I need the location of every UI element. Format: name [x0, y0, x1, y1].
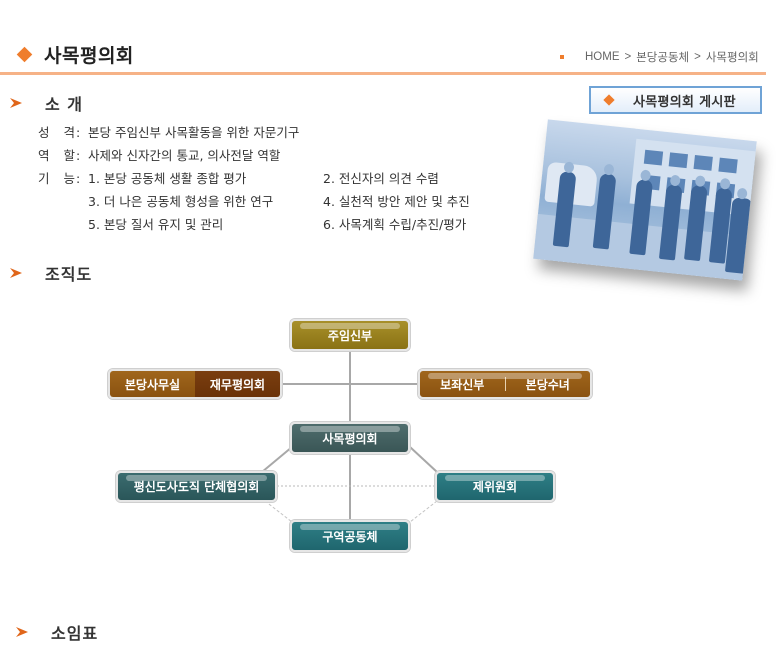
council-board-label: 사목평의회 게시판	[633, 94, 736, 110]
org-node-assistant-priest[interactable]: 보좌신부	[420, 371, 505, 397]
function-item: 3. 더 나은 공동체 형성을 위한 연구	[88, 194, 274, 209]
info-row-nature: 성 격 : 본당 주임신부 사목활동을 위한 자문기구	[38, 121, 470, 144]
node-label: 구역공동체	[322, 529, 378, 544]
section-org-title: 조직도	[45, 265, 93, 284]
breadcrumb-home[interactable]: HOME	[585, 51, 620, 63]
info-label: 성 격	[38, 125, 80, 140]
info-label: 기 능	[38, 171, 80, 186]
colon: :	[76, 125, 81, 140]
node-label: 보좌신부	[440, 377, 485, 392]
node-label: 주임신부	[327, 328, 373, 343]
breadcrumb-separator: >	[624, 51, 632, 63]
info-label: 역 할	[38, 148, 80, 163]
org-node-office-finance: 본당사무실 재무평의회	[108, 369, 282, 399]
section-members-heading: 소임표	[15, 620, 98, 644]
page-title: 사목평의회	[44, 45, 134, 67]
org-node-pastor[interactable]: 주임신부	[290, 319, 410, 351]
arrow-right-icon	[10, 98, 22, 108]
function-item: 1. 본당 공동체 생활 종합 평가	[88, 171, 247, 186]
node-label: 본당수녀	[525, 377, 570, 392]
council-board-button[interactable]: 사목평의회 게시판	[589, 86, 762, 114]
arrow-right-icon	[10, 268, 22, 278]
node-label: 평신도사도직 단체협의회	[133, 480, 260, 494]
diamond-bullet-icon	[16, 46, 33, 63]
section-org-heading: 조직도	[9, 261, 92, 285]
function-item: 2. 전신자의 의견 수렴	[323, 171, 439, 186]
function-item: 5. 본당 질서 유지 및 관리	[88, 217, 224, 232]
org-node-district-community[interactable]: 구역공동체	[290, 520, 410, 552]
info-row-function: 3. 더 나은 공동체 형성을 위한 연구 4. 실천적 방안 제안 및 추진	[38, 190, 470, 213]
colon: :	[76, 171, 81, 186]
info-row-function: 5. 본당 질서 유지 및 관리 6. 사목계획 수립/추진/평가	[38, 213, 470, 236]
intro-info: 성 격 : 본당 주임신부 사목활동을 위한 자문기구 역 할 : 사제와 신자…	[38, 121, 470, 236]
square-bullet-icon	[560, 55, 564, 59]
org-node-assistant-sisters: 보좌신부 본당수녀	[418, 369, 592, 399]
org-chart: 주임신부 본당사무실 재무평의회 보좌신부 본당수녀 사목평의회 평신도사도직 …	[0, 300, 781, 570]
node-label: 제위원회	[472, 480, 518, 494]
page-title-wrap: 사목평의회	[16, 41, 134, 68]
org-node-pastoral-council[interactable]: 사목평의회	[290, 422, 410, 454]
section-intro-title: 소 개	[45, 95, 84, 114]
org-chart-connectors	[261, 350, 438, 523]
info-value: 본당 주임신부 사목활동을 위한 자문기구	[88, 125, 300, 140]
arrow-right-icon	[16, 627, 28, 637]
org-node-parish-sisters[interactable]: 본당수녀	[506, 371, 591, 397]
org-node-committees[interactable]: 제위원회	[435, 471, 555, 502]
council-activity-photo	[533, 119, 757, 281]
section-members-title: 소임표	[51, 624, 99, 643]
breadcrumb-current: 사목평의회	[705, 52, 759, 64]
breadcrumb-community[interactable]: 본당공동체	[636, 52, 690, 64]
org-node-parish-office[interactable]: 본당사무실	[110, 371, 195, 397]
diamond-bullet-icon	[603, 94, 615, 106]
node-label: 재무평의회	[209, 377, 266, 392]
section-intro-heading: 소 개	[9, 91, 83, 115]
colon: :	[76, 148, 81, 163]
function-item: 6. 사목계획 수립/추진/평가	[323, 217, 467, 232]
page-header: 사목평의회 HOME > 본당공동체 > 사목평의회	[0, 0, 781, 76]
header-divider	[0, 72, 766, 75]
breadcrumb: HOME > 본당공동체 > 사목평의회	[560, 49, 759, 65]
info-row-function: 기 능 : 1. 본당 공동체 생활 종합 평가 2. 전신자의 의견 수렴	[38, 167, 470, 190]
info-row-role: 역 할 : 사제와 신자간의 통교, 의사전달 역할	[38, 144, 470, 167]
org-node-finance-council[interactable]: 재무평의회	[195, 371, 280, 397]
node-label: 본당사무실	[124, 377, 181, 392]
function-item: 4. 실천적 방안 제안 및 추진	[323, 194, 470, 209]
divider	[504, 377, 506, 391]
node-label: 사목평의회	[322, 431, 378, 446]
org-node-lay-apostolate[interactable]: 평신도사도직 단체협의회	[116, 471, 277, 502]
info-value: 사제와 신자간의 통교, 의사전달 역할	[88, 148, 281, 163]
breadcrumb-separator: >	[694, 51, 701, 63]
